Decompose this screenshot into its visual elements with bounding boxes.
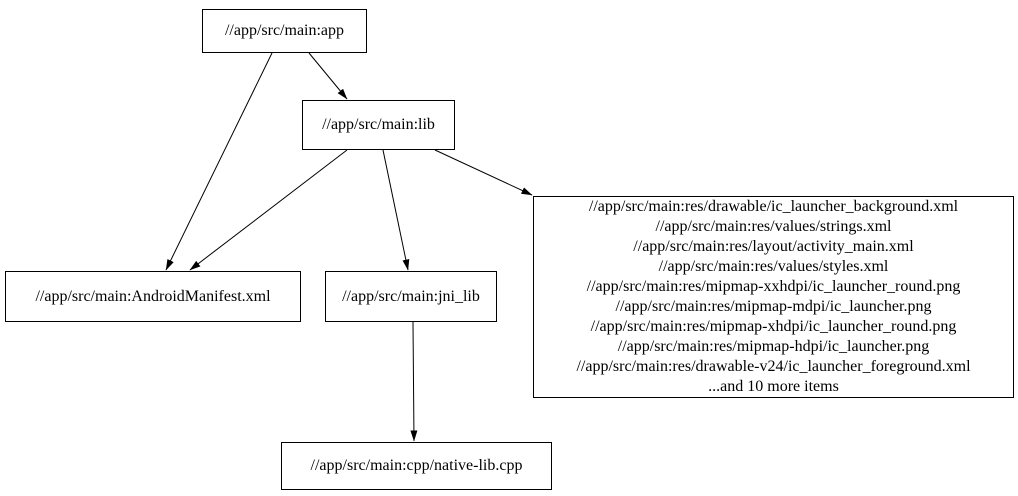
res-group-line: //app/src/main:res/mipmap-mdpi/ic_launch… (615, 298, 932, 315)
res-group-line: //app/src/main:res/mipmap-xxhdpi/ic_laun… (586, 278, 961, 295)
node-native-lib-cpp: //app/src/main:cpp/native-lib.cpp (281, 442, 552, 490)
node-jni-lib: //app/src/main:jni_lib (325, 271, 497, 322)
edge-app-to-android-manifest (165, 52, 273, 271)
res-group-line: //app/src/main:res/layout/activity_main.… (633, 238, 914, 255)
edge-lib-to-android-manifest (189, 149, 348, 271)
res-group-line: //app/src/main:res/drawable-v24/ic_launc… (576, 358, 971, 375)
res-group-line: //app/src/main:res/drawable/ic_launcher_… (588, 198, 959, 215)
edge-lib-to-res-group (434, 149, 533, 196)
node-res-group: //app/src/main:res/drawable/ic_launcher_… (533, 196, 1014, 398)
node-lib: //app/src/main:lib (302, 100, 455, 150)
node-lib-label: //app/src/main:lib (322, 116, 435, 133)
node-android-manifest-label: //app/src/main:AndroidManifest.xml (35, 287, 271, 305)
res-group-line: //app/src/main:res/values/strings.xml (655, 218, 892, 235)
node-app: //app/src/main:app (202, 9, 367, 53)
res-group-line: //app/src/main:res/mipmap-hdpi/ic_launch… (617, 338, 930, 355)
node-jni-lib-label: //app/src/main:jni_lib (342, 287, 480, 305)
res-group-line: //app/src/main:res/values/styles.xml (658, 258, 889, 275)
res-group-more-items: ...and 10 more items (708, 378, 839, 395)
node-app-label: //app/src/main:app (224, 22, 345, 39)
res-group-line: //app/src/main:res/mipmap-xhdpi/ic_launc… (590, 318, 957, 335)
edge-jni-lib-to-native-lib-cpp (410, 321, 418, 442)
edge-lib-to-jni-lib (382, 149, 410, 271)
node-native-lib-cpp-label: //app/src/main:cpp/native-lib.cpp (310, 457, 523, 474)
edge-app-to-lib (308, 52, 348, 100)
node-android-manifest: //app/src/main:AndroidManifest.xml (5, 271, 301, 322)
